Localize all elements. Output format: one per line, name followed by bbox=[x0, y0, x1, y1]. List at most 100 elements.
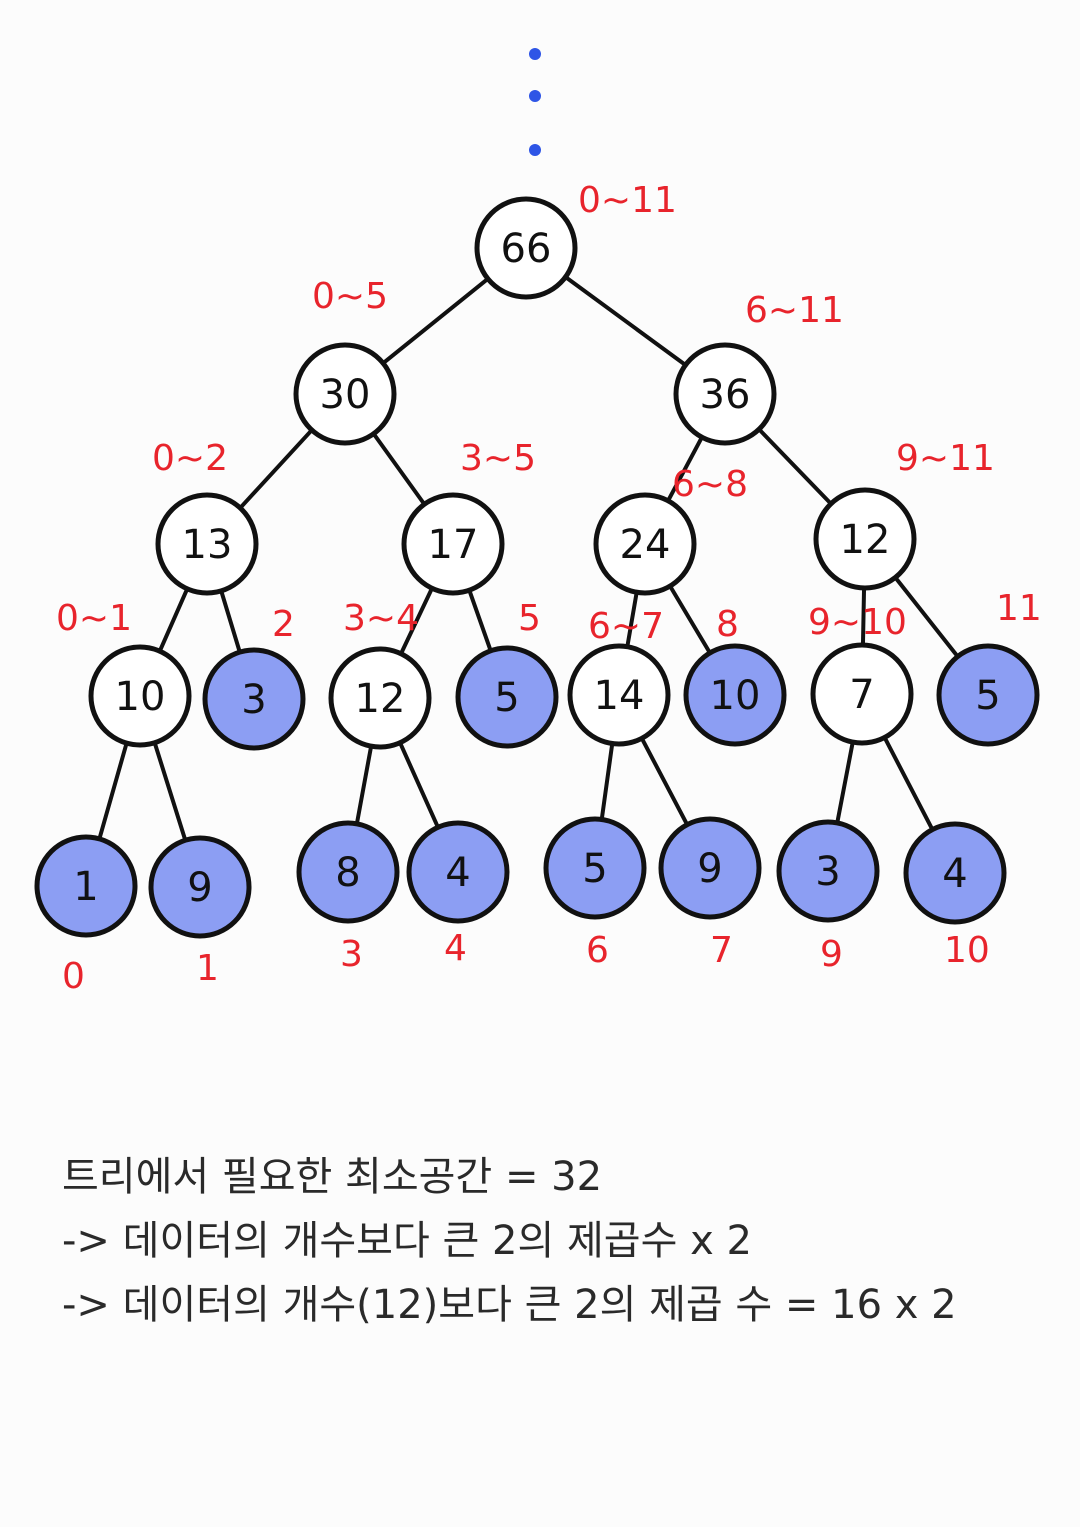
leaf-node: 3 bbox=[776, 819, 880, 923]
tree-edge bbox=[882, 735, 935, 832]
node-circle bbox=[406, 820, 510, 924]
node-value: 9 bbox=[187, 865, 212, 911]
node-value: 66 bbox=[501, 226, 552, 272]
range-label: 1 bbox=[196, 948, 219, 989]
leaf-node: 1 bbox=[34, 834, 138, 938]
node-value: 8 bbox=[335, 850, 360, 896]
tree-edge bbox=[668, 584, 712, 655]
range-label: 6~8 bbox=[672, 464, 748, 505]
tree-edge bbox=[893, 575, 960, 659]
internal-node: 30 bbox=[293, 342, 397, 446]
node-circle bbox=[293, 342, 397, 446]
internal-node: 36 bbox=[673, 342, 777, 446]
node-value: 4 bbox=[445, 850, 470, 896]
explanation-notes: 트리에서 필요한 최소공간 = 32 -> 데이터의 개수보다 큰 2의 제곱수… bbox=[62, 1145, 1042, 1337]
tree-edge bbox=[467, 588, 493, 653]
node-value: 12 bbox=[840, 517, 891, 563]
tree-nodes: 66 30 36 13 17 24 12 10 3 12 5 14 10 7 5 1 9 8 4 5 9 3 4 bbox=[34, 196, 1040, 939]
node-value: 10 bbox=[710, 673, 761, 719]
node-value: 13 bbox=[182, 522, 233, 568]
tree-edge bbox=[97, 741, 129, 841]
node-circle bbox=[455, 645, 559, 749]
tree-edge bbox=[157, 586, 190, 654]
node-value: 3 bbox=[815, 849, 840, 895]
node-circle bbox=[328, 646, 432, 750]
tree-edge bbox=[398, 740, 440, 830]
range-label: 9~11 bbox=[896, 438, 995, 479]
range-label: 5 bbox=[518, 598, 541, 639]
node-value: 5 bbox=[494, 675, 519, 721]
range-label: 0~1 bbox=[56, 598, 132, 639]
tree-edge bbox=[152, 740, 188, 843]
tree-edge bbox=[835, 740, 855, 825]
node-value: 1 bbox=[73, 864, 98, 910]
range-label: 0 bbox=[62, 956, 85, 997]
node-value: 30 bbox=[320, 372, 371, 418]
range-label: 10 bbox=[944, 930, 990, 971]
note-calculation: -> 데이터의 개수(12)보다 큰 2의 제곱 수 = 16 x 2 bbox=[62, 1282, 957, 1328]
node-circle bbox=[474, 196, 578, 300]
node-value: 3 bbox=[241, 677, 266, 723]
tree-edge bbox=[371, 431, 427, 507]
node-value: 10 bbox=[115, 674, 166, 720]
tree-edge bbox=[625, 590, 639, 649]
tree-edge bbox=[563, 274, 688, 368]
tree-edge bbox=[354, 744, 374, 826]
node-circle bbox=[148, 835, 252, 939]
leaf-node: 4 bbox=[406, 820, 510, 924]
tree-edge bbox=[860, 585, 867, 648]
node-circle bbox=[593, 492, 697, 596]
internal-node: 12 bbox=[328, 646, 432, 750]
internal-node: 14 bbox=[567, 643, 671, 747]
leaf-node: 9 bbox=[658, 816, 762, 920]
range-label: 3~4 bbox=[343, 598, 419, 639]
tree-edge bbox=[599, 741, 615, 822]
node-circle bbox=[813, 487, 917, 591]
range-label: 6~11 bbox=[745, 290, 844, 331]
leaf-node: 4 bbox=[903, 821, 1007, 925]
tree-edge bbox=[639, 736, 690, 827]
range-label: 0~5 bbox=[312, 276, 388, 317]
node-value: 7 bbox=[849, 672, 874, 718]
node-circle bbox=[296, 820, 400, 924]
node-circle bbox=[202, 647, 306, 751]
range-label: 3~5 bbox=[460, 438, 536, 479]
node-circle bbox=[401, 492, 505, 596]
leaf-node: 9 bbox=[148, 835, 252, 939]
tree-edges bbox=[97, 274, 960, 843]
range-label: 11 bbox=[996, 588, 1042, 629]
range-label: 9~10 bbox=[808, 602, 907, 643]
leaf-node: 8 bbox=[296, 820, 400, 924]
node-circle bbox=[658, 816, 762, 920]
tree-edge bbox=[238, 428, 314, 510]
range-label: 4 bbox=[444, 928, 467, 969]
internal-node: 24 bbox=[593, 492, 697, 596]
node-value: 12 bbox=[355, 676, 406, 722]
node-circle bbox=[776, 819, 880, 923]
tree-edge bbox=[398, 586, 435, 656]
tree-edge bbox=[381, 276, 490, 366]
continuation-dot bbox=[529, 144, 541, 156]
node-value: 5 bbox=[975, 673, 1000, 719]
node-circle bbox=[543, 816, 647, 920]
leaf-node: 5 bbox=[936, 643, 1040, 747]
range-label: 0~2 bbox=[152, 438, 228, 479]
tree-edge bbox=[757, 427, 833, 506]
node-circle bbox=[673, 342, 777, 446]
range-label: 9 bbox=[820, 934, 843, 975]
range-label: 0~11 bbox=[578, 180, 677, 221]
internal-node: 10 bbox=[88, 644, 192, 748]
node-value: 36 bbox=[700, 372, 751, 418]
internal-node: 17 bbox=[401, 492, 505, 596]
continuation-dots bbox=[529, 48, 541, 156]
node-value: 5 bbox=[582, 846, 607, 892]
leaf-node: 3 bbox=[202, 647, 306, 751]
node-circle bbox=[903, 821, 1007, 925]
leaf-node: 5 bbox=[543, 816, 647, 920]
node-circle bbox=[567, 643, 671, 747]
node-value: 4 bbox=[942, 851, 967, 897]
node-circle bbox=[683, 643, 787, 747]
node-value: 17 bbox=[428, 522, 479, 568]
